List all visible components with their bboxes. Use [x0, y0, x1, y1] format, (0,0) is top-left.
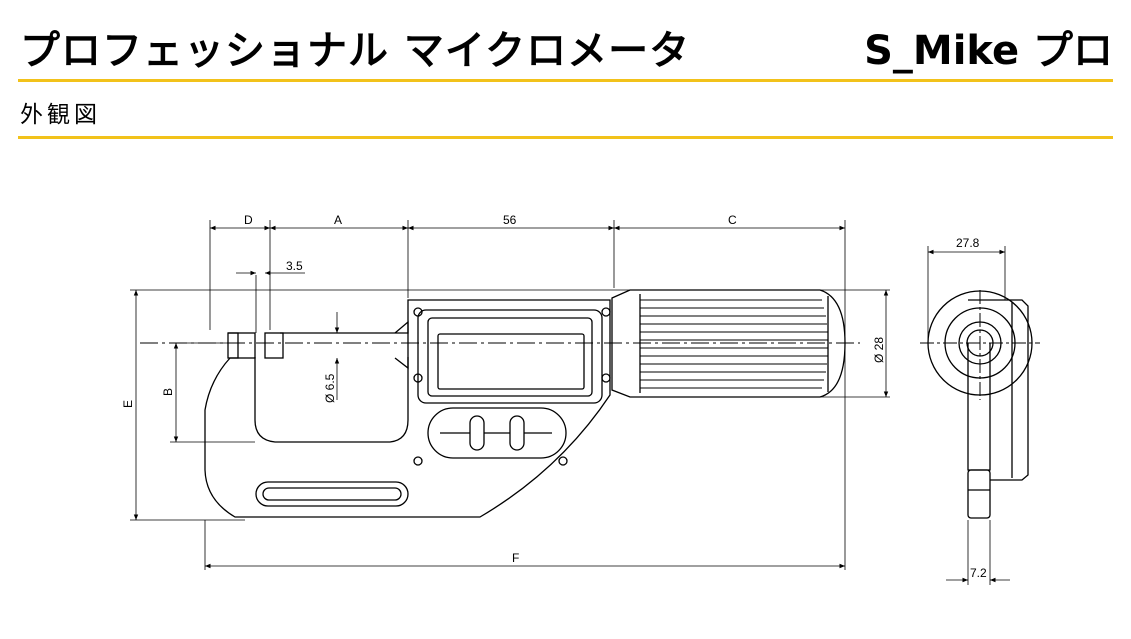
page-title: プロフェッショナル マイクロメータ: [20, 28, 691, 74]
thimble-knurl: [640, 299, 828, 389]
product-name: S_Mike プロ: [864, 28, 1113, 74]
dim-7-2-label: 7.2: [970, 566, 987, 580]
dim-c-label: C: [728, 213, 737, 227]
dim-spindle-diameter-label: Ø 6.5: [323, 373, 337, 403]
dim-f-label: F: [512, 551, 519, 565]
dimension-lines: [133, 225, 889, 569]
dim-3-5-label: 3.5: [286, 259, 303, 273]
side-dimension-lines: [927, 246, 1010, 585]
dim-thimble-diameter-label: Ø 28: [872, 337, 886, 363]
header-divider: [18, 79, 1113, 82]
dim-27-8-label: 27.8: [956, 236, 980, 250]
dim-e-label: E: [121, 400, 135, 408]
dim-a-label: A: [334, 213, 342, 227]
extension-lines: [130, 220, 890, 570]
section-subtitle: 外観図: [20, 102, 101, 128]
frame-body: [204, 289, 846, 518]
subtitle-divider: [18, 136, 1113, 139]
dim-56-label: 56: [503, 213, 517, 227]
dim-b-label: B: [161, 388, 175, 396]
dim-d-label: D: [244, 213, 253, 227]
